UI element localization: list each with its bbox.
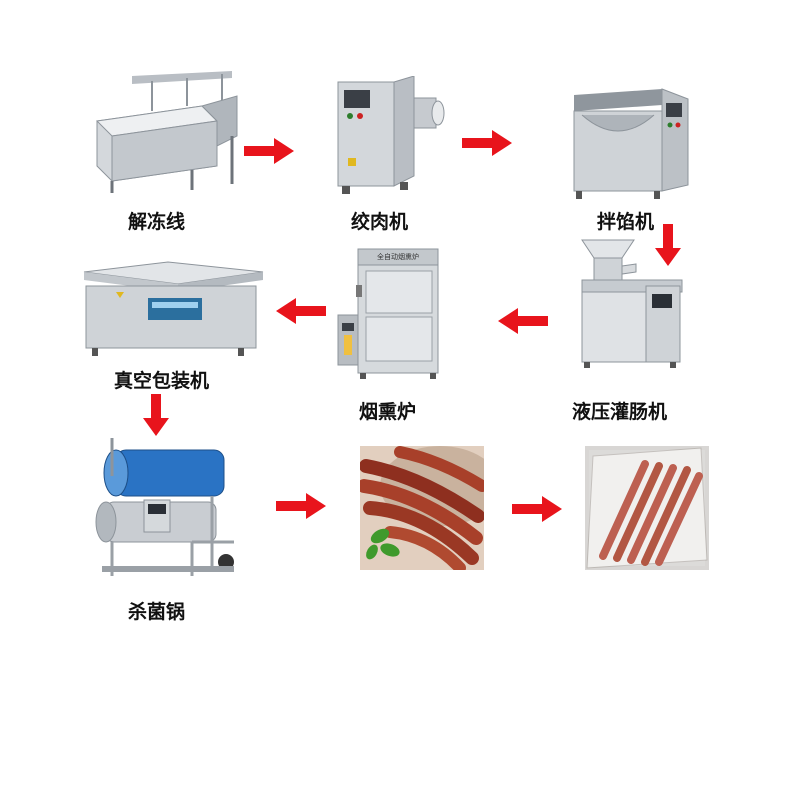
arrow-right-icon [244,138,294,164]
smokehouse-panel-text: 全自动烟熏炉 [377,253,419,261]
node-label-vacuum-packer: 真空包装机 [114,370,210,392]
packed-sausages-image [585,446,709,570]
node-label-meat-grinder: 绞肉机 [351,211,409,233]
vacuum-packer-image [78,258,268,358]
node-label-smokehouse: 烟熏炉 [359,401,417,423]
node-label-hydraulic-filler: 液压灌肠机 [572,401,668,423]
stuffing-mixer-image [570,85,692,200]
node-label-thawing-line: 解冻线 [128,211,186,233]
arrow-right-icon [276,493,326,519]
arrow-down-icon [655,224,681,266]
sausages-image [360,446,484,570]
hydraulic-filler-image [576,236,686,370]
thawing-line-image [92,66,242,196]
sterilizer-image [92,436,242,586]
arrow-right-icon [512,496,562,522]
arrow-left-icon [276,298,326,324]
arrow-right-icon [462,130,512,156]
smokehouse-image: 全自动烟熏炉 [334,245,446,380]
meat-grinder-image [334,76,446,194]
arrow-left-icon [498,308,548,334]
arrow-down-icon [143,394,169,436]
node-label-stuffing-mixer: 拌馅机 [597,211,655,233]
node-label-sterilizer: 杀菌锅 [128,601,186,623]
